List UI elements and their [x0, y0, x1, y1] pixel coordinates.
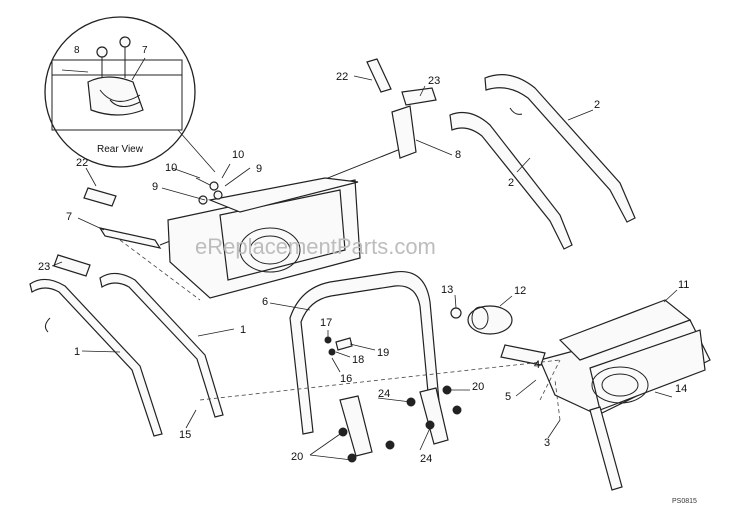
callout-18: 11: [678, 279, 689, 291]
inset-callout-7: 7: [142, 45, 148, 56]
right-control-panel: [450, 299, 711, 491]
callout-8: 10: [165, 162, 177, 174]
callout-23: 15: [179, 429, 191, 441]
callout-4: 2: [508, 177, 514, 189]
callout-3: 8: [455, 149, 461, 161]
leader-lines: [51, 75, 678, 461]
callout-5: 10: [232, 149, 244, 161]
callout-11: 23: [38, 261, 50, 273]
upper-handle-assembly: [159, 58, 636, 250]
callout-17: 12: [514, 285, 526, 297]
callout-14: 1: [240, 324, 246, 336]
callout-29: 20: [291, 451, 303, 463]
callout-2: 2: [594, 99, 600, 111]
callout-24: 5: [505, 391, 511, 403]
callout-21: 19: [377, 347, 389, 359]
callout-28: 3: [544, 437, 550, 449]
center-u-frame: [289, 270, 462, 463]
callout-0: 22: [336, 71, 348, 83]
callout-13: 6: [262, 296, 268, 308]
inset-callout-8: 8: [74, 45, 80, 56]
callout-20: 18: [352, 354, 364, 366]
callout-12: 4: [534, 359, 540, 371]
watermark: eReplacementParts.com: [195, 234, 436, 259]
callout-10: 7: [66, 211, 72, 223]
callout-7: 9: [152, 181, 158, 193]
callout-19: 17: [320, 317, 332, 329]
callout-27: 20: [472, 381, 484, 393]
callout-22: 16: [340, 373, 352, 385]
callout-26: 24: [378, 388, 390, 400]
control-panel: [83, 177, 361, 299]
callout-15: 1: [74, 346, 80, 358]
inset-caption: Rear View: [97, 144, 144, 155]
rear-view-inset: [44, 16, 196, 168]
callout-9: 22: [76, 157, 88, 169]
callout-1: 23: [428, 75, 440, 87]
callout-30: 24: [420, 453, 432, 465]
callout-6: 9: [256, 163, 262, 175]
figure-code: PS0815: [672, 498, 697, 505]
callout-25: 14: [675, 383, 687, 395]
callout-16: 13: [441, 284, 453, 296]
lower-left-handles: [29, 254, 224, 437]
